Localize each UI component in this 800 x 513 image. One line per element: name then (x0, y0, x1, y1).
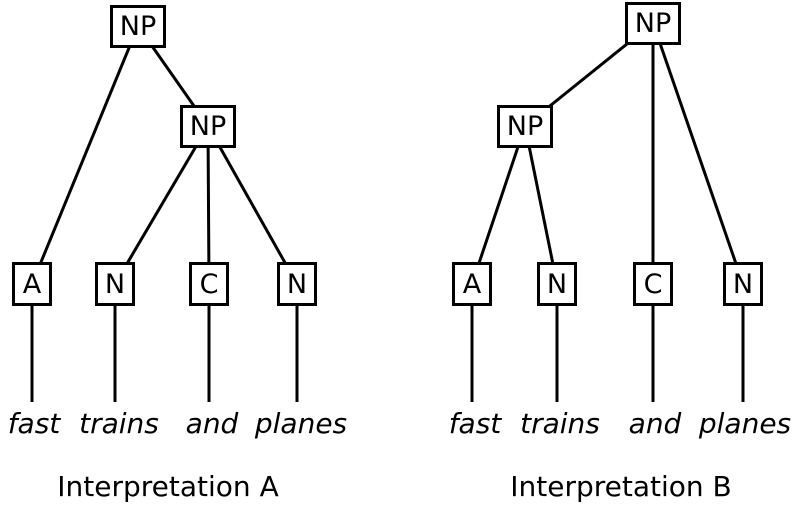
tree-b-node-np: NP (625, 1, 681, 45)
tree-b-edge (470, 125, 527, 285)
tree-a-edge (206, 125, 299, 285)
tree-b-node-np: NP (497, 104, 553, 148)
tree-b-edge (523, 125, 559, 285)
tree-a-leaf-word-and: and (185, 407, 239, 440)
tree-b-leaf-word-trains: trains (520, 407, 600, 440)
tree-a-leaf-word-planes: planes (254, 407, 348, 440)
tree-a-node-n: N (277, 262, 317, 306)
tree-caption-a: Interpretation A (57, 470, 279, 503)
tree-a-edge (206, 125, 211, 285)
tree-a-leaf-word-trains: trains (79, 407, 159, 440)
tree-b-node-n: N (723, 262, 763, 306)
tree-b-leaf-word-fast: fast (448, 407, 502, 440)
tree-b-node-n: N (537, 262, 577, 306)
tree-a-leaf-word-fast: fast (7, 407, 61, 440)
tree-a-edge (30, 25, 140, 285)
tree-b-leaf-word-planes: planes (698, 407, 792, 440)
tree-b-node-a: A (452, 262, 492, 306)
tree-b-node-c: C (633, 262, 673, 306)
tree-b-leaf-word-and: and (628, 407, 682, 440)
tree-a-edge (113, 125, 210, 285)
tree-a-node-np: NP (180, 104, 236, 148)
tree-a-node-c: C (189, 262, 229, 306)
tree-a-node-np: NP (110, 4, 166, 48)
tree-caption-b: Interpretation B (510, 470, 732, 503)
tree-b-edge (651, 22, 745, 285)
tree-a-node-a: A (12, 262, 52, 306)
tree-a-node-n: N (95, 262, 135, 306)
